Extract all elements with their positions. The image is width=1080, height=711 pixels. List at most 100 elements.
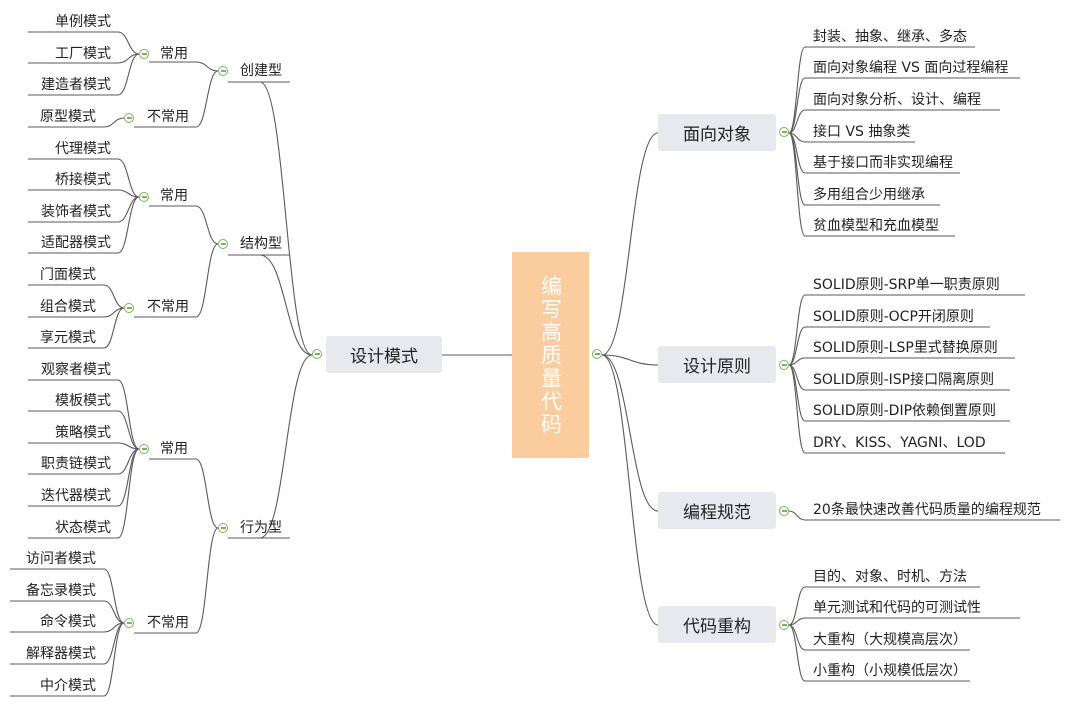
node-object-oriented[interactable]: 面向对象 [658, 114, 776, 151]
collapse-toggle-icon[interactable] [779, 360, 789, 370]
leaf-pattern[interactable]: 模板模式 [55, 393, 111, 409]
connector-line [117, 158, 140, 198]
leaf-topic[interactable]: DRY、KISS、YAGNI、LOD [813, 435, 986, 451]
leaf-topic[interactable]: 小重构（小规模低层次） [813, 663, 967, 679]
leaf-topic[interactable]: SOLID原则-ISP接口隔离原则 [813, 372, 995, 388]
connector-line [788, 617, 806, 626]
connector-line [788, 77, 806, 134]
connector-line [117, 379, 140, 450]
collapse-toggle-icon[interactable] [312, 349, 322, 359]
node-coding-standards[interactable]: 编程规范 [658, 492, 776, 529]
leaf-topic[interactable]: SOLID原则-OCP开闭原则 [813, 309, 974, 325]
connector-line [117, 196, 140, 223]
leaf-topic[interactable]: 接口 VS 抽象类 [813, 124, 911, 140]
collapse-toggle-icon[interactable] [139, 192, 149, 202]
collapse-toggle-icon[interactable] [779, 506, 789, 516]
node-refactoring[interactable]: 代码重构 [658, 606, 776, 643]
connector-line [788, 624, 806, 682]
leaf-pattern[interactable]: 中介模式 [40, 678, 96, 694]
connector-line [259, 354, 313, 539]
connector-line [103, 600, 125, 624]
collapse-toggle-icon[interactable] [218, 239, 228, 249]
connector-line [601, 132, 659, 356]
group-creational-uncommon[interactable]: 不常用 [147, 109, 189, 125]
node-design-principles[interactable]: 设计原则 [658, 346, 776, 383]
connector-line [601, 354, 659, 366]
leaf-topic[interactable]: 面向对象编程 VS 面向过程编程 [813, 60, 1009, 76]
connector-line [103, 117, 125, 128]
group-structural-common[interactable]: 常用 [160, 188, 188, 204]
connector-line [117, 53, 140, 96]
connector-line [788, 109, 806, 134]
connector-line [788, 357, 806, 366]
connector-line [195, 243, 219, 318]
leaf-topic[interactable]: 面向对象分析、设计、编程 [813, 92, 981, 108]
leaf-pattern[interactable]: 职责链模式 [41, 456, 111, 472]
collapse-toggle-icon[interactable] [124, 618, 134, 628]
leaf-pattern[interactable]: 原型模式 [40, 109, 96, 125]
connector-line [788, 132, 806, 237]
connector-line [259, 254, 313, 356]
leaf-pattern[interactable]: 适配器模式 [41, 235, 111, 251]
leaf-pattern[interactable]: 桥接模式 [55, 172, 111, 188]
leaf-pattern[interactable]: 组合模式 [40, 299, 96, 315]
leaf-pattern[interactable]: 状态模式 [55, 520, 111, 536]
leaf-topic[interactable]: 封装、抽象、继承、多态 [813, 29, 967, 45]
collapse-toggle-icon[interactable] [218, 523, 228, 533]
node-creational[interactable]: 创建型 [240, 63, 282, 79]
connector-line [103, 284, 125, 309]
leaf-pattern[interactable]: 代理模式 [55, 141, 111, 157]
group-structural-uncommon[interactable]: 不常用 [147, 299, 189, 315]
leaf-topic[interactable]: 贫血模型和充血模型 [813, 218, 939, 234]
connector-line [103, 568, 125, 624]
leaf-topic[interactable]: SOLID原则-DIP依赖倒置原则 [813, 403, 997, 419]
connector-line [788, 510, 806, 521]
collapse-toggle-icon[interactable] [124, 303, 134, 313]
root-node[interactable]: 编写高质量代码 [512, 252, 589, 458]
connector-line [117, 448, 140, 539]
connector-line [117, 410, 140, 450]
leaf-topic[interactable]: 单元测试和代码的可测试性 [813, 600, 981, 616]
leaf-pattern[interactable]: 享元模式 [40, 330, 96, 346]
collapse-toggle-icon[interactable] [139, 444, 149, 454]
node-structural[interactable]: 结构型 [240, 236, 282, 252]
node-behavioral[interactable]: 行为型 [240, 520, 282, 536]
collapse-toggle-icon[interactable] [779, 127, 789, 137]
collapse-toggle-icon[interactable] [139, 49, 149, 59]
leaf-pattern[interactable]: 迭代器模式 [41, 488, 111, 504]
connector-line [117, 442, 140, 450]
group-creational-common[interactable]: 常用 [160, 46, 188, 62]
leaf-topic[interactable]: SOLID原则-SRP单一职责原则 [813, 277, 1000, 293]
leaf-pattern[interactable]: 策略模式 [55, 425, 111, 441]
collapse-toggle-icon[interactable] [592, 349, 602, 359]
leaf-pattern[interactable]: 访问者模式 [26, 551, 96, 567]
collapse-toggle-icon[interactable] [779, 620, 789, 630]
leaf-pattern[interactable]: 单例模式 [55, 14, 111, 30]
leaf-topic[interactable]: 目的、对象、时机、方法 [813, 569, 967, 585]
leaf-topic[interactable]: 多用组合少用继承 [813, 187, 925, 203]
leaf-pattern[interactable]: 命令模式 [40, 614, 96, 630]
collapse-toggle-icon[interactable] [124, 113, 134, 123]
leaf-pattern[interactable]: 备忘录模式 [26, 583, 96, 599]
connector-line [788, 624, 806, 651]
leaf-pattern[interactable]: 解释器模式 [26, 646, 96, 662]
group-behavioral-common[interactable]: 常用 [160, 441, 188, 457]
leaf-pattern[interactable]: 观察者模式 [41, 362, 111, 378]
group-behavioral-uncommon[interactable]: 不常用 [147, 615, 189, 631]
leaf-pattern[interactable]: 工厂模式 [55, 46, 111, 62]
connector-line [103, 307, 125, 349]
connector-line [117, 189, 140, 198]
leaf-topic[interactable]: 基于接口而非实现编程 [813, 155, 953, 171]
leaf-pattern[interactable]: 装饰者模式 [41, 204, 111, 220]
leaf-topic[interactable]: 20条最快速改善代码质量的编程规范 [813, 502, 1041, 518]
node-design-patterns[interactable]: 设计模式 [326, 336, 442, 373]
connector-line [103, 622, 125, 697]
leaf-topic[interactable]: SOLID原则-LSP里式替换原则 [813, 340, 998, 356]
connector-line [259, 81, 313, 356]
collapse-toggle-icon[interactable] [218, 66, 228, 76]
leaf-pattern[interactable]: 门面模式 [40, 267, 96, 283]
leaf-pattern[interactable]: 建造者模式 [41, 77, 111, 93]
leaf-topic[interactable]: 大重构（大规模高层次） [813, 632, 967, 648]
